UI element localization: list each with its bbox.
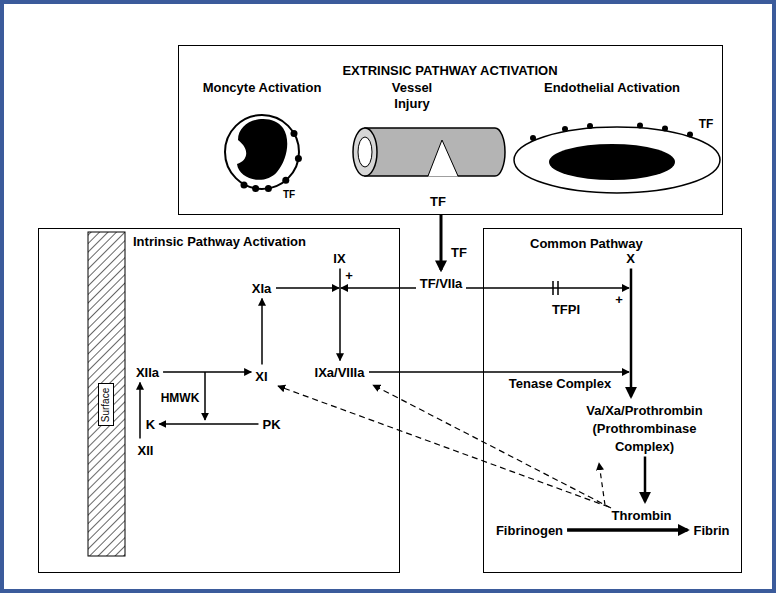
vessel-end (353, 128, 377, 176)
factor-label: IXa/VIIIa (315, 365, 365, 380)
figure-label: Moncyte Activation (203, 80, 322, 96)
activation-arrow (341, 287, 416, 289)
factor-node: K (144, 415, 157, 433)
feedback-arrow (373, 385, 611, 508)
tf-dot (562, 126, 568, 132)
activation-arrow (261, 299, 263, 365)
tf-dot (241, 182, 248, 189)
factor-node: Thrombin (610, 506, 674, 524)
factor-node: IX (331, 249, 347, 267)
cell-outline (225, 115, 299, 189)
factor-node: Fibrinogen (494, 521, 565, 539)
factor-label: X (626, 251, 635, 266)
factor-node: X (624, 249, 637, 267)
pathway-box: Common PathwayX Va/Xa/Prothrombin (Prothr… (483, 228, 742, 573)
tf-dot (291, 130, 298, 137)
factor-node: Fibrin (691, 521, 731, 539)
factor-label: Va/Xa/Prothrombin (Prothrombinase Comple… (586, 403, 702, 454)
factor-label: XI (255, 369, 267, 384)
cell-nucleus (237, 119, 287, 180)
factor-label: K (146, 417, 155, 432)
factor-label: PK (262, 417, 280, 432)
box-title: Common Pathway (530, 236, 643, 251)
factor-label: XII (138, 443, 154, 458)
monocyte-figure (225, 115, 302, 192)
cell-outline (514, 127, 720, 193)
vessel-body (365, 128, 505, 176)
activation-arrow (644, 457, 647, 502)
surface-hatch (88, 232, 125, 556)
tf-dot (530, 135, 536, 141)
factor-node: XI (253, 367, 269, 385)
vessel-lumen (358, 137, 372, 167)
tf-dot (265, 185, 272, 192)
vessel-figure (353, 128, 505, 177)
activation-arrow (630, 269, 633, 397)
tf-label: TF (283, 187, 295, 203)
activation-arrow (139, 383, 141, 439)
pathway-lines (205, 281, 629, 508)
figure-label: HMWK (161, 390, 200, 406)
activation-arrow (163, 371, 251, 373)
factor-label: TF/VIIa (420, 276, 463, 291)
vessel-injury-notch (428, 140, 458, 177)
tf-dot (637, 123, 643, 129)
tf-dot (282, 177, 289, 184)
feedback-arrow (599, 463, 605, 505)
activation-arrow (204, 372, 206, 420)
edge-label: TF (451, 245, 467, 261)
cell-nucleus (549, 144, 675, 180)
factor-node: PK (260, 415, 282, 433)
factor-label: XIIa (136, 365, 159, 380)
figure-label: + (615, 292, 623, 308)
tf-label: TF (430, 194, 446, 210)
tenase-arrow (369, 371, 629, 373)
box-title: EXTRINSIC PATHWAY ACTIVATION (179, 63, 721, 78)
factor-node: XII (136, 441, 156, 459)
figure-label: Vessel Injury (381, 80, 443, 112)
figure-label: Endothelial Activation (544, 80, 680, 96)
factor-node: Va/Xa/Prothrombin (Prothrombinase Comple… (577, 401, 712, 455)
tf-dot (687, 132, 693, 138)
figure-label: Tenase Complex (509, 376, 611, 392)
pathway-box: EXTRINSIC PATHWAY ACTIVATION (178, 45, 723, 215)
tf-dot (295, 155, 302, 162)
activation-arrow (440, 215, 443, 270)
activation-arrow (159, 423, 258, 425)
figure-label: + (345, 268, 353, 284)
activation-arrow (339, 269, 341, 361)
factor-label: IX (333, 251, 345, 266)
factor-node: IXa/VIIIa (313, 363, 367, 381)
factor-label: Fibrin (693, 523, 729, 538)
figure-label: TFPI (552, 302, 580, 318)
notch-edge (428, 140, 458, 176)
activation-arrow (567, 528, 687, 532)
activation-arrow (276, 287, 339, 289)
factor-label: Thrombin (612, 508, 672, 523)
tf-dot (587, 123, 593, 129)
tf-dot (252, 185, 259, 192)
factor-node: XIa (250, 279, 274, 297)
inhibition-mark (553, 281, 558, 295)
factor-label: Fibrinogen (496, 523, 563, 538)
factor-label: XIa (252, 281, 272, 296)
surface-tag: Surface (98, 383, 114, 425)
factor-node: XIIa (134, 363, 161, 381)
endothelial-figure (514, 123, 720, 194)
surface-label: Surface (100, 387, 112, 421)
tf-label: TF (699, 116, 714, 132)
feedback-arrow (278, 386, 609, 507)
box-title: Intrinsic Pathway Activation (133, 234, 306, 249)
activation-arrow (466, 287, 629, 289)
tf-dot (662, 126, 668, 132)
factor-node: TF/VIIa (418, 274, 465, 292)
